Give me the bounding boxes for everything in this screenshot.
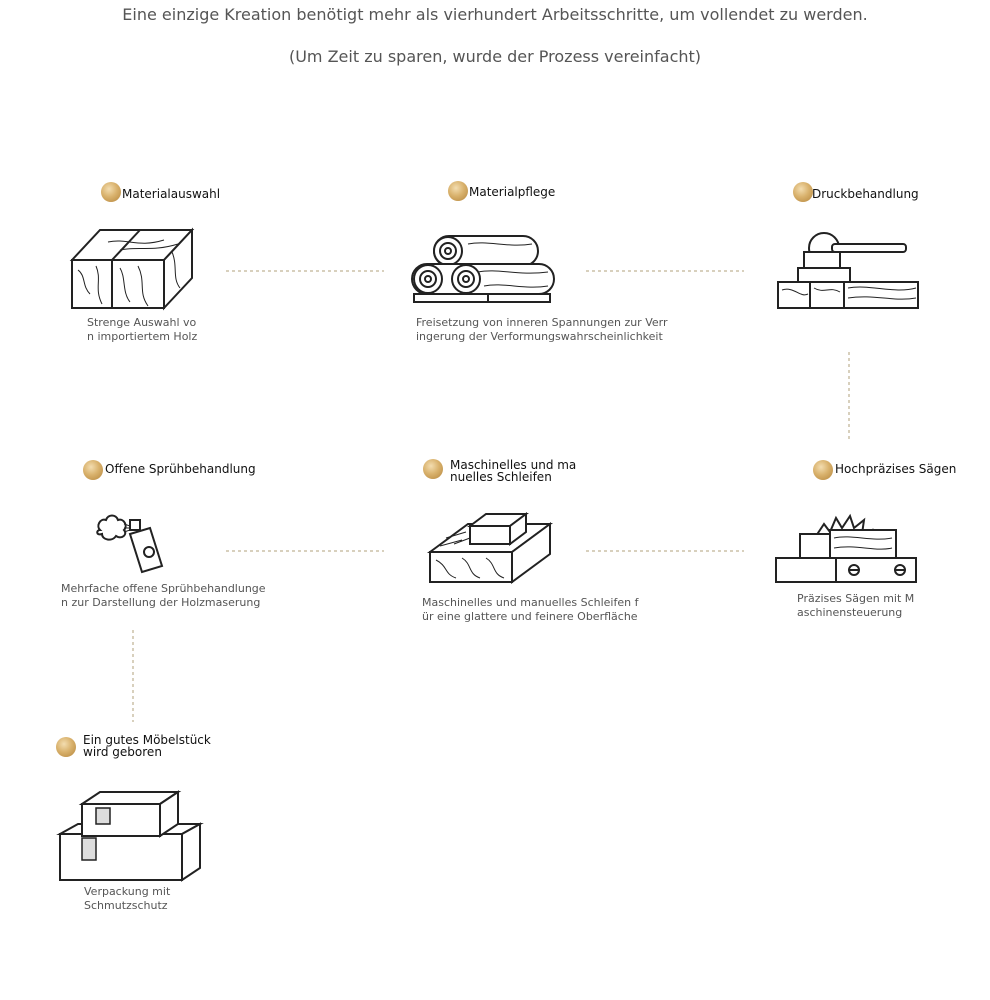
step-marker-dot	[83, 460, 103, 480]
step-title-druckbehandlung: Druckbehandlung	[812, 187, 919, 201]
step-title-moebelstueck: Ein gutes Möbelstück wird geboren	[83, 733, 211, 759]
step-desc-materialpflege: Freisetzung von inneren Spannungen zur V…	[416, 316, 668, 343]
step-title-materialauswahl: Materialauswahl	[122, 187, 221, 201]
sanding-block-icon	[426, 512, 554, 584]
step-marker-dot	[448, 181, 468, 201]
spray-can-icon	[96, 514, 164, 574]
step-marker-dot	[101, 182, 121, 202]
step-marker-dot	[56, 737, 76, 757]
press-clamp-icon	[777, 232, 919, 309]
wood-block-icon	[69, 227, 195, 311]
step-marker-dot	[423, 459, 443, 479]
step-title-materialpflege: Materialpflege	[469, 185, 556, 199]
step-title-hochpraezises-saegen: Hochpräzises Sägen	[835, 462, 957, 476]
log-pile-icon	[411, 235, 555, 303]
package-boxes-icon	[56, 790, 204, 882]
header-intro-text: Eine einzige Kreation benötigt mehr als …	[122, 5, 868, 24]
header-note-text: (Um Zeit zu sparen, wurde der Prozess ve…	[288, 47, 702, 66]
circular-saw-icon	[775, 513, 917, 583]
step-title-spruehbehandlung: Offene Sprühbehandlung	[105, 462, 256, 476]
step-marker-dot	[813, 460, 833, 480]
step-marker-dot	[793, 182, 813, 202]
